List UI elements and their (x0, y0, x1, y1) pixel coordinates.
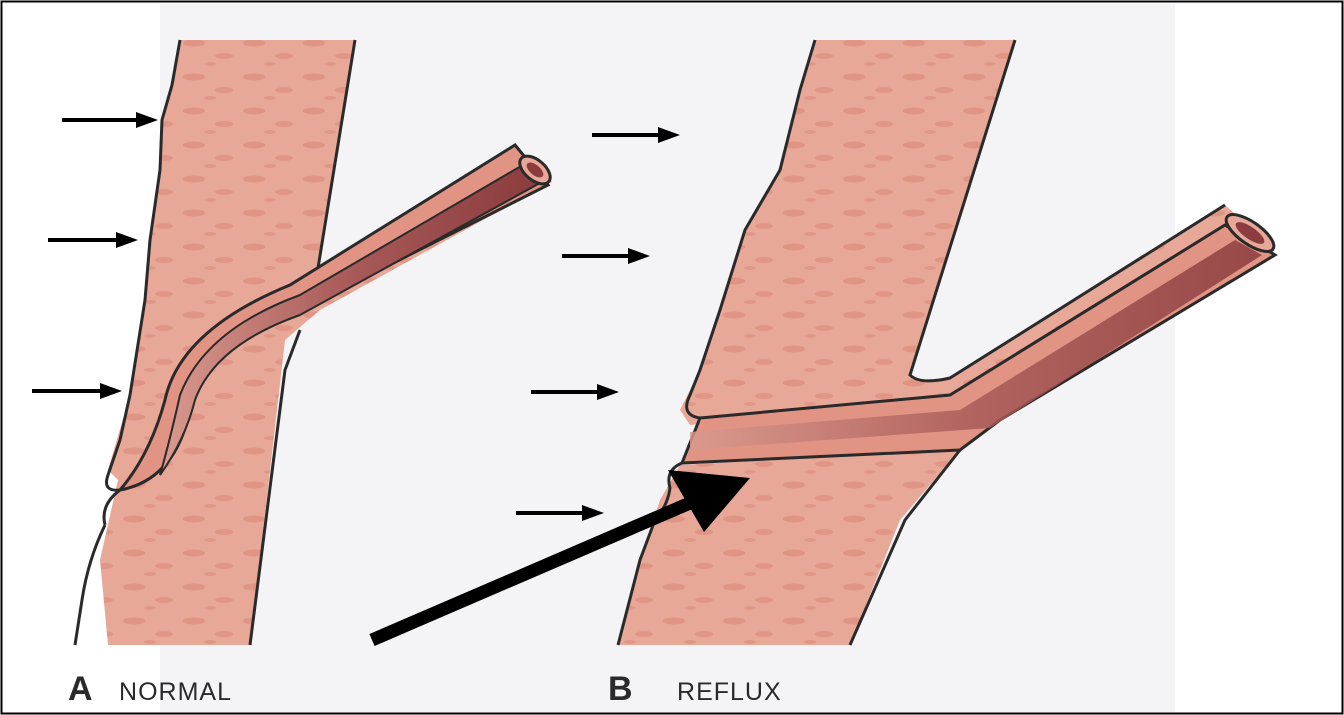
panel-a-caption: A NORMAL (68, 670, 232, 709)
panel-b-caption: B REFLUX (608, 670, 782, 709)
panel-b-letter: B (608, 670, 633, 708)
panel-a-title: NORMAL (119, 678, 232, 706)
panel-a-letter: A (68, 670, 93, 708)
panel-b-title: REFLUX (677, 678, 782, 706)
